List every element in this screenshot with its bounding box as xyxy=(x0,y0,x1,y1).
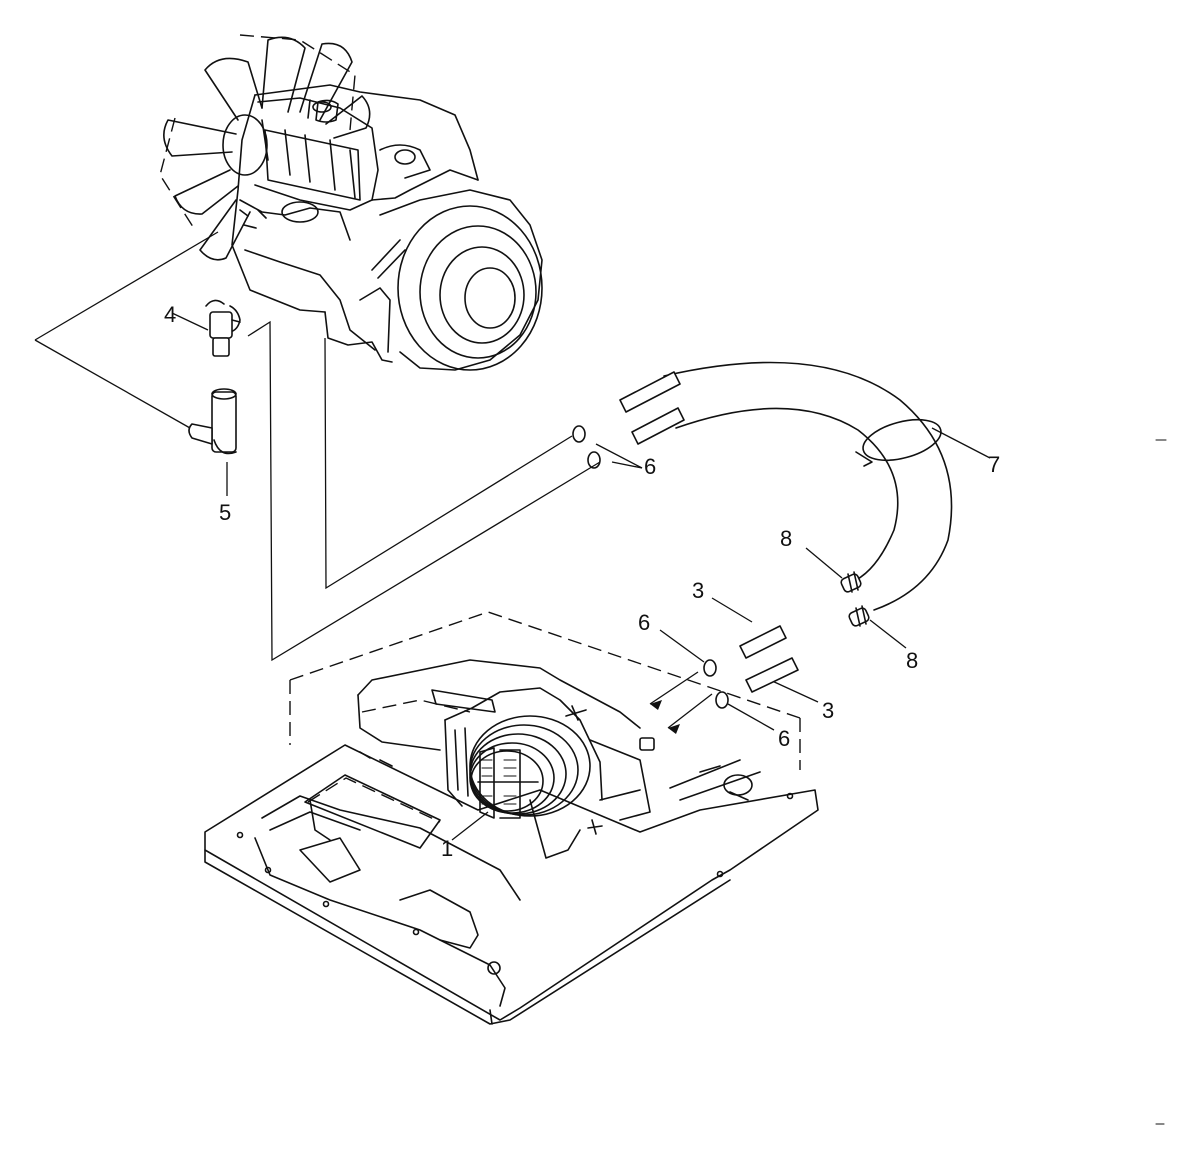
callout-6-mid: 6 xyxy=(638,610,650,635)
callout-3-lower: 3 xyxy=(822,698,834,723)
callout-3-upper: 3 xyxy=(692,578,704,603)
callout-5: 5 xyxy=(219,500,231,525)
o-ring-icon xyxy=(703,659,729,709)
hose-fitting-icon xyxy=(619,371,685,445)
callout-8-lower: 8 xyxy=(906,648,918,673)
hose-assembly-icon xyxy=(663,361,953,611)
routing-lines xyxy=(34,231,991,841)
callout-6-upper: 6 xyxy=(644,454,656,479)
hose-fitting-icon xyxy=(739,625,799,693)
callout-6-lower: 6 xyxy=(778,726,790,751)
straight-fitting-icon xyxy=(205,299,241,357)
callout-1: 1 xyxy=(441,836,453,861)
cable-tie-icon xyxy=(855,418,942,467)
compressor-icon xyxy=(357,659,655,859)
elbow-fitting-icon xyxy=(188,388,237,455)
callout-labels: 1 3 3 4 5 6 6 6 7 8 8 xyxy=(164,302,1000,861)
callout-7: 7 xyxy=(988,452,1000,477)
callout-8-upper: 8 xyxy=(780,526,792,551)
engine-icon xyxy=(159,34,543,371)
hose-clamp-icon xyxy=(840,571,870,627)
scan-marks xyxy=(1155,439,1167,1125)
o-ring-icon xyxy=(572,425,601,469)
callout-4: 4 xyxy=(164,302,176,327)
